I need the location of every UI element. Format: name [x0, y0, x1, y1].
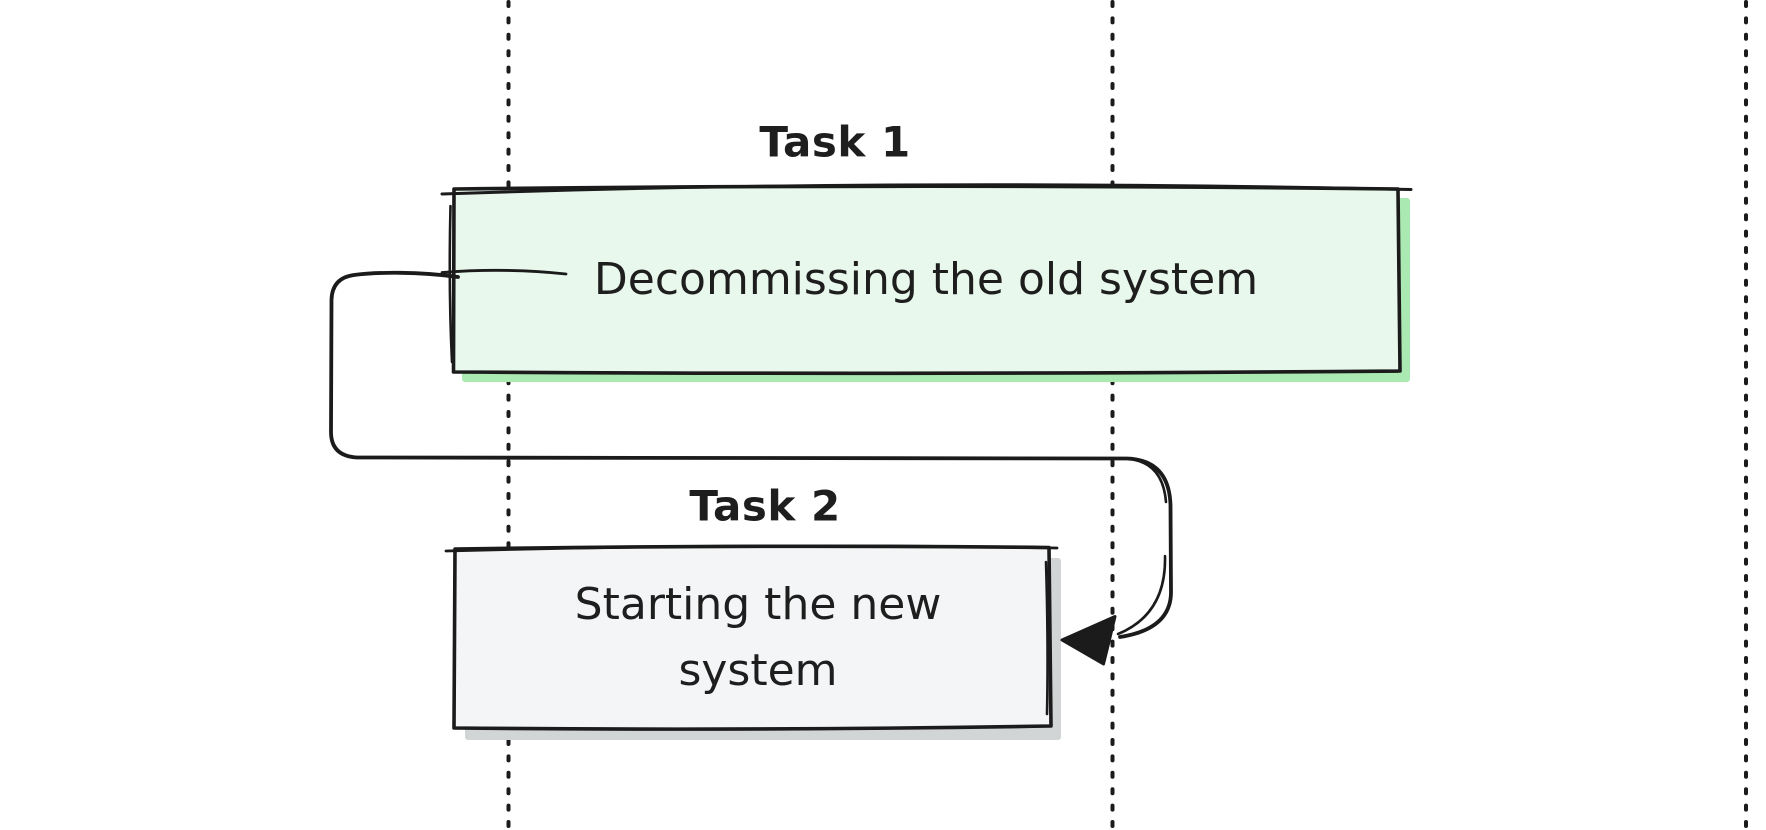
task2-bar-text: Starting the new system	[574, 579, 942, 696]
dependency-arrow-sketch-stroke-corner	[1133, 458, 1168, 504]
task1-bar-sketch-stroke-left	[448, 204, 454, 364]
dependency-arrow-sketch-stroke-curve	[1116, 554, 1167, 636]
dependency-arrow-line	[329, 270, 1173, 639]
dependency-arrowhead	[1060, 615, 1117, 666]
task1-bar-sketch-stroke-top	[440, 183, 1413, 196]
task2-bar-sketch-stroke-right	[1044, 560, 1049, 716]
task1-bar-text: Decommissing the old system	[593, 253, 1259, 305]
task2-bar-sketch-stroke-top	[444, 544, 1059, 553]
task2-label: Task 2	[689, 481, 841, 531]
task1-label: Task 1	[759, 117, 911, 167]
dependency-arrow-sketch-stroke-start	[440, 268, 568, 276]
